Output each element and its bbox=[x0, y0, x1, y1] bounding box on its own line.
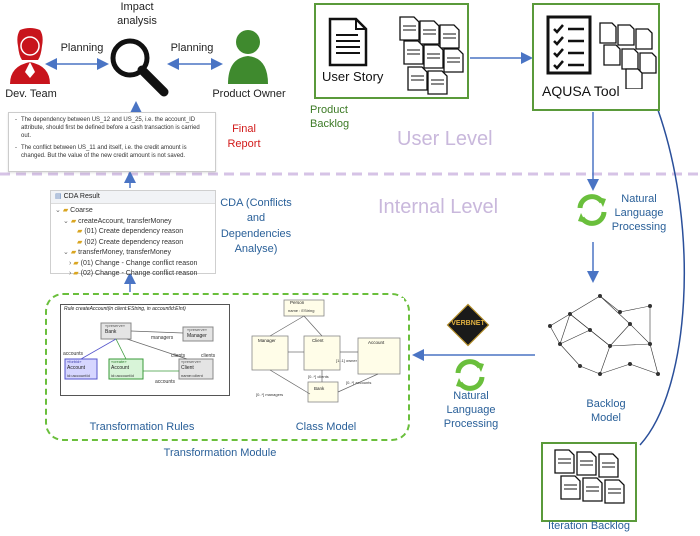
product-owner-icon bbox=[228, 30, 268, 84]
rule-diagram: Rule createAccount(in client:EString, in… bbox=[60, 304, 230, 396]
nlp-top-label: Natural Language Processing bbox=[611, 193, 667, 233]
rule-edge-clients-1: clients bbox=[171, 353, 186, 359]
rule-node-manager-stereo: «preserve» bbox=[187, 327, 208, 332]
report-line-2: -The conflict between US_11 and itself, … bbox=[15, 145, 187, 159]
iteration-backlog-label: Iteration Backlog bbox=[548, 520, 630, 532]
tree-item-change-conflict-1[interactable]: › ▰ (01) Change - Change conflict reason bbox=[69, 259, 198, 267]
planning-left-label: Planning bbox=[60, 42, 104, 54]
class-client: Client bbox=[312, 338, 324, 343]
class-person: Person bbox=[290, 300, 305, 305]
transformation-module-label: Transformation Module bbox=[163, 447, 277, 459]
rule-node-left-id: id=accountId bbox=[67, 373, 90, 378]
report-line-1: -The dependency between US_12 and US_25,… bbox=[15, 117, 200, 139]
user-story-document-icon bbox=[328, 17, 368, 67]
iteration-backlog-box bbox=[541, 442, 637, 522]
aqusa-tool-label: AQUSA Tool bbox=[542, 83, 620, 99]
nlp-bottom-label: Natural Language Processing bbox=[443, 390, 499, 430]
checklist-icon bbox=[546, 15, 592, 75]
backlog-model-graph bbox=[548, 294, 660, 376]
aqusa-to-iteration-curve bbox=[639, 109, 685, 446]
transformation-module-box bbox=[45, 293, 410, 441]
class-model-graph bbox=[251, 299, 401, 403]
cda-window-icon: ▤ bbox=[55, 193, 62, 200]
tree-item-create-dep-1[interactable]: ▰ (01) Create dependency reason bbox=[77, 228, 184, 235]
rule-node-client-name: name=client bbox=[181, 373, 203, 378]
magnifier-icon bbox=[110, 38, 169, 97]
class-edge-managers: [0..*] managers bbox=[256, 392, 284, 397]
class-person-attr: name : EString bbox=[288, 308, 315, 313]
rule-node-account-create: Account bbox=[111, 365, 130, 371]
rule-node-bank-stereo: «preserve» bbox=[105, 323, 126, 328]
tree-item-create-dep-2[interactable]: ▰ (02) Create dependency reason bbox=[77, 238, 184, 246]
final-report-box: -The dependency between US_12 and US_25,… bbox=[8, 112, 216, 172]
rule-node-client: Client bbox=[181, 365, 194, 371]
class-edge-clients: [0..*] clients bbox=[308, 374, 329, 379]
rule-node-bank: Bank bbox=[105, 329, 117, 335]
rule-node-client-stereo: «preserve» bbox=[181, 359, 202, 364]
aqusa-tool-box: AQUSA Tool bbox=[532, 3, 660, 111]
rule-edge-accounts-2: accounts bbox=[155, 379, 176, 385]
cda-window-title: CDA Result bbox=[63, 193, 100, 200]
impact-analysis-label: Impact analysis bbox=[117, 1, 157, 27]
class-edge-owner: [1..1] owner bbox=[336, 358, 357, 363]
tree-item-transfer-transfer[interactable]: ⌄ ▰ transferMoney, transferMoney bbox=[63, 249, 172, 256]
nlp-cycle-icon-bottom bbox=[455, 359, 485, 391]
cda-label: CDA (Conflicts and Dependencies Analyse) bbox=[220, 197, 292, 256]
aqusa-stack-icon bbox=[599, 22, 657, 89]
class-model-diagram: Person name : EString Manager Client Acc… bbox=[248, 298, 404, 410]
rule-graph bbox=[64, 322, 214, 380]
tree-item-change-conflict-2[interactable]: › ▰ (02) Change - Change conflict reason bbox=[69, 270, 198, 277]
nlp-cycle-icon-top bbox=[577, 194, 607, 226]
rule-edge-clients-2: clients bbox=[201, 353, 216, 359]
rule-edge-accounts-1: accounts bbox=[63, 351, 84, 357]
product-owner-label: Product Owner bbox=[212, 88, 286, 100]
iteration-stack-icon bbox=[554, 449, 625, 504]
rule-edge-managers: managers bbox=[151, 335, 174, 341]
class-model-label: Class Model bbox=[295, 421, 357, 433]
cda-window-titlebar: ▤ CDA Result bbox=[51, 191, 215, 204]
cda-result-window: ▤ CDA Result ⌄ ▰ Coarse ⌄ ▰ createAccoun… bbox=[50, 190, 216, 277]
class-manager: Manager bbox=[258, 338, 276, 343]
product-backlog-box: User Story bbox=[314, 3, 469, 99]
internal-level-label: Internal Level bbox=[378, 196, 499, 218]
dev-team-icon bbox=[10, 28, 50, 84]
class-account: Account bbox=[368, 340, 385, 345]
tree-item-create-transfer[interactable]: ⌄ ▰ createAccount, transferMoney bbox=[63, 217, 172, 225]
rule-node-manager: Manager bbox=[187, 333, 207, 339]
planning-right-label: Planning bbox=[170, 42, 214, 54]
user-story-stack-icon bbox=[399, 16, 464, 95]
verbnet-label: VERBNET bbox=[451, 320, 485, 327]
product-backlog-label: Product Backlog bbox=[310, 104, 350, 130]
rule-node-create-id: id=accountId bbox=[111, 373, 134, 378]
rule-node-forbid-stereo: «forbid» bbox=[67, 359, 82, 364]
dev-team-label: Dev. Team bbox=[5, 88, 57, 100]
backlog-model-label: Backlog Model bbox=[586, 398, 626, 424]
class-edge-accounts: [0..*] accounts bbox=[346, 380, 372, 385]
rule-node-account-left: Account bbox=[67, 365, 86, 371]
user-story-label: User Story bbox=[322, 69, 384, 84]
tree-item-coarse[interactable]: ⌄ ▰ Coarse bbox=[55, 207, 93, 214]
class-bank: Bank bbox=[314, 386, 325, 391]
user-level-label: User Level bbox=[397, 128, 493, 150]
rule-node-create-stereo: «create» bbox=[111, 359, 127, 364]
rule-title: Rule createAccount(in client:EString, in… bbox=[64, 306, 186, 312]
transformation-rules-label: Transformation Rules bbox=[89, 421, 195, 433]
final-report-label: Final Report bbox=[227, 123, 261, 150]
verbnet-logo: VERBNET bbox=[446, 303, 490, 347]
